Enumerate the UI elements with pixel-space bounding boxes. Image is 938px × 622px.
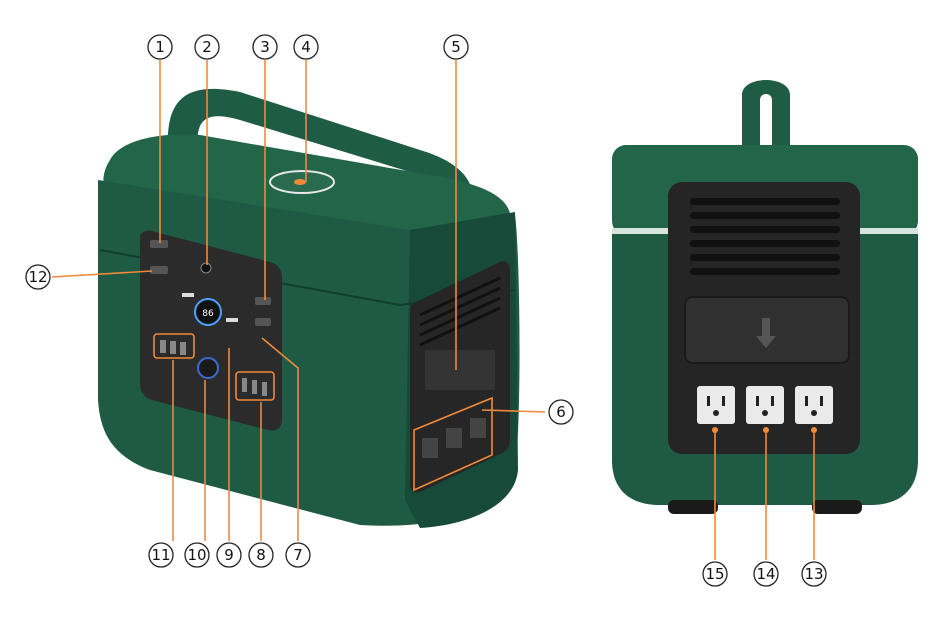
rear-ac-outlets <box>697 386 833 424</box>
type-c-port <box>242 378 247 392</box>
power-station-front-view: 86 <box>98 88 520 528</box>
side-vent-grille <box>419 276 501 347</box>
power-button <box>200 262 212 274</box>
callout-10: 10 <box>184 542 210 568</box>
callout-13: 13 <box>801 561 827 587</box>
svg-text:12: 12 <box>28 268 47 286</box>
callout-3: 3 <box>252 34 278 60</box>
dc-output-port-2 <box>150 266 168 274</box>
rear-foot-left <box>668 500 718 514</box>
usb-port <box>180 342 186 355</box>
callout-12: 12 <box>25 264 51 290</box>
ac-outlet <box>446 428 462 448</box>
usb-ports-group <box>153 333 195 359</box>
type-c-ports-group <box>235 371 275 401</box>
svg-text:13: 13 <box>804 565 823 583</box>
callout-15: 15 <box>702 561 728 587</box>
svg-text:6: 6 <box>556 403 566 421</box>
lcd-display <box>194 298 222 326</box>
callout-9: 9 <box>216 542 242 568</box>
indicator-right <box>226 318 238 322</box>
callout-1: 1 <box>147 34 173 60</box>
rear-foot-right <box>812 500 862 514</box>
side-cover <box>425 350 495 390</box>
type-c-port <box>252 380 257 394</box>
callout-5: 5 <box>443 34 469 60</box>
ac-outlet-13 <box>795 386 833 424</box>
rear-vent-grille <box>690 198 840 275</box>
ac-outlets-group <box>413 396 493 492</box>
dc-output-port-1 <box>150 240 168 248</box>
type-c-port <box>262 382 267 396</box>
carry-handle <box>167 88 474 220</box>
callout-6: 6 <box>548 399 574 425</box>
callout-14: 14 <box>753 561 779 587</box>
dc-round-port <box>197 357 219 379</box>
svg-text:4: 4 <box>301 38 311 56</box>
svg-text:14: 14 <box>756 565 775 583</box>
svg-text:2: 2 <box>202 38 212 56</box>
ac-port-7 <box>255 318 271 326</box>
display-readout: 86 <box>202 309 214 319</box>
usb-port <box>160 340 166 353</box>
indicator-left <box>182 293 194 297</box>
svg-text:11: 11 <box>151 546 170 564</box>
callout-7: 7 <box>285 542 311 568</box>
rear-handle <box>742 80 790 145</box>
ac-port-3 <box>255 297 271 305</box>
callout-4: 4 <box>293 34 319 60</box>
down-arrow-icon <box>756 318 776 348</box>
wireless-charging-indicator <box>294 179 306 185</box>
ac-outlet-14 <box>746 386 784 424</box>
callout-8: 8 <box>248 542 274 568</box>
ac-outlet <box>422 438 438 458</box>
leader-lines <box>51 60 817 560</box>
callout-2: 2 <box>194 34 220 60</box>
power-station-rear-view <box>612 80 918 514</box>
ac-outlet <box>470 418 486 438</box>
svg-text:5: 5 <box>451 38 461 56</box>
svg-text:10: 10 <box>187 546 206 564</box>
callout-11: 11 <box>148 542 174 568</box>
usb-port <box>170 341 176 354</box>
svg-text:1: 1 <box>155 38 165 56</box>
svg-text:9: 9 <box>224 546 234 564</box>
ac-outlet-15 <box>697 386 735 424</box>
svg-text:7: 7 <box>293 546 303 564</box>
svg-text:3: 3 <box>260 38 270 56</box>
svg-text:8: 8 <box>256 546 266 564</box>
svg-text:15: 15 <box>705 565 724 583</box>
